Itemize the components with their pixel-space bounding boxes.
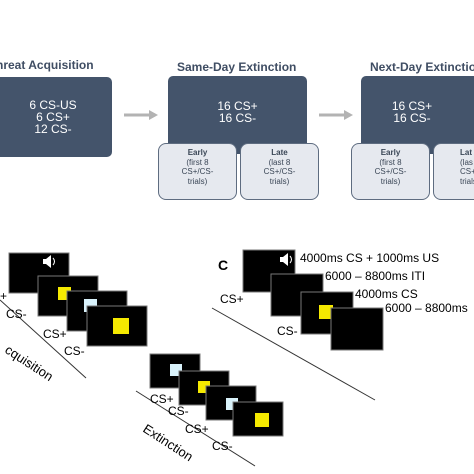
c-label-cs-minus: CS-: [277, 324, 298, 338]
sub-box-desc: (last 8 CS+/CS- trials): [263, 157, 296, 186]
phase-label-acquisition: cquisition: [2, 342, 56, 384]
screen: [330, 307, 384, 351]
phase-line: 12 CS-: [34, 122, 72, 136]
sub-box-early: Early (first 8 CS+/CS- trials): [158, 143, 237, 200]
sub-box-desc: (first 8 CS+/CS- trials): [181, 157, 214, 186]
panel-c-axis: [211, 307, 376, 401]
ext-label-cs-minus: CS-: [212, 439, 233, 453]
phase-title-same-day-extinction: Same-Day Extinction: [177, 60, 297, 74]
phase-line: 6 CS+: [36, 110, 70, 124]
extinction-panel: CS+ CS- CS+ CS- Extinction: [135, 353, 284, 467]
cs-square: [319, 305, 333, 319]
acquisition-axis: [0, 299, 87, 379]
acq-label-cs-minus: CS-: [6, 307, 27, 321]
phase-box-acquisition: 6 CS-US 6 CS+ 12 CS-: [0, 77, 112, 157]
phase-line: 16 CS-: [218, 111, 257, 125]
sub-box-late: Late (last 8 CS+/CS- trials): [240, 143, 319, 200]
phase-line: 16 CS+: [217, 99, 258, 113]
phase-title-next-day-extinction: Next-Day Extinctio: [370, 60, 474, 74]
speaker-icon: [280, 253, 292, 266]
phase-box-next-day-extinction: 16 CS+ 16 CS-: [361, 76, 474, 154]
c-label-cs-plus: CS+: [220, 292, 244, 306]
sub-box-title: Early: [380, 148, 401, 157]
sub-box-late: Lat (las CS+/ trials: [433, 143, 474, 200]
sub-box-title: Early: [187, 148, 208, 157]
sub-box-desc: (first 8 CS+/CS- trials): [374, 157, 407, 186]
phase-box-same-day-extinction: 16 CS+ 16 CS-: [168, 76, 307, 154]
ext-label-cs-minus: CS-: [168, 404, 189, 418]
cs-square: [255, 413, 269, 427]
timing-label: 4000ms CS: [355, 287, 418, 301]
sub-box-title: Late: [271, 148, 288, 157]
acq-label-cs-plus: CS+: [43, 327, 67, 341]
sub-box-title: Lat: [460, 148, 472, 157]
acquisition-panel: + CS- CS+ CS- cquisition: [0, 252, 148, 384]
panel-c: C 4000ms CS + 1000ms US 6000 – 8800ms IT…: [211, 249, 468, 401]
phase-line: 16 CS-: [393, 111, 431, 125]
phase-line: 16 CS+: [391, 99, 433, 113]
phase-title-acquisition: hreat Acquisition: [0, 58, 94, 72]
panel-letter: C: [218, 257, 228, 273]
timing-label: 6000 – 8800ms: [385, 301, 468, 315]
timing-label: 6000 – 8800ms ITI: [325, 269, 425, 283]
arrow-right-icon: [319, 110, 353, 120]
acq-label-cs-plus: +: [0, 289, 7, 303]
acq-label-cs-minus: CS-: [64, 344, 85, 358]
phase-line: 6 CS-US: [29, 98, 77, 112]
arrow-right-icon: [124, 110, 158, 120]
extinction-axis: [135, 390, 256, 467]
timing-label: 4000ms CS + 1000ms US: [300, 251, 439, 265]
speaker-icon: [43, 255, 55, 268]
sub-box-desc: (las CS+/ trials: [460, 157, 474, 186]
sub-box-early: Early (first 8 CS+/CS- trials): [351, 143, 430, 200]
ext-label-cs-plus: CS+: [150, 392, 174, 406]
ext-label-cs-plus: CS+: [185, 422, 209, 436]
cs-square: [113, 318, 129, 334]
